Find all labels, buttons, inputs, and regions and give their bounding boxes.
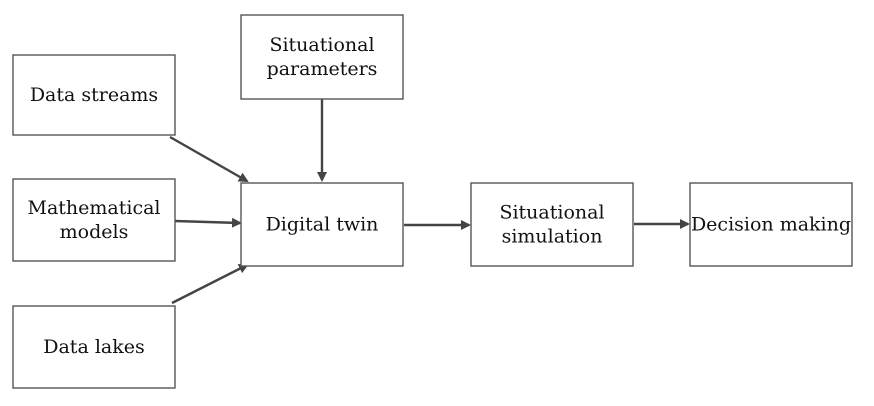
arrow-data-lakes-to-digital-twin <box>171 263 249 305</box>
arrow-data-streams-to-digital-twin <box>169 135 249 183</box>
node-label: Mathematical <box>28 197 161 219</box>
node-box <box>12 178 176 262</box>
node-box <box>240 14 404 100</box>
node-label: Data lakes <box>43 336 144 358</box>
node-label: Digital twin <box>266 214 379 236</box>
node-data-lakes: Data lakes <box>12 305 176 389</box>
node-label: simulation <box>502 226 603 248</box>
node-label: Data streams <box>30 84 158 106</box>
node-digital-twin: Digital twin <box>240 182 404 267</box>
node-decision-making: Decision making <box>689 182 853 267</box>
node-box <box>12 305 176 389</box>
node-label: Situational <box>269 34 374 56</box>
node-box <box>470 182 634 267</box>
arrow-math-models-to-digital-twin <box>174 217 242 228</box>
node-box <box>240 182 404 267</box>
node-label: Decision making <box>691 214 851 236</box>
node-label: models <box>60 221 129 243</box>
edges-layer <box>169 99 690 305</box>
node-data-streams: Data streams <box>12 54 176 136</box>
node-box <box>12 54 176 136</box>
node-label: Situational <box>499 202 604 224</box>
node-label: parameters <box>267 58 378 80</box>
node-box <box>689 182 853 267</box>
